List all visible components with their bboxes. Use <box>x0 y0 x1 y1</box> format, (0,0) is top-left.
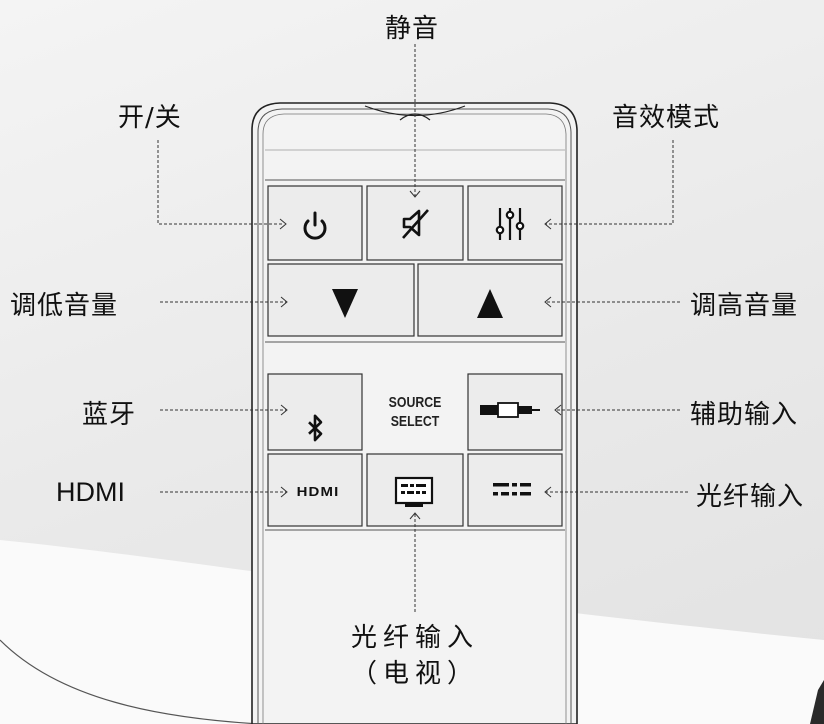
bluetooth-icon <box>308 414 323 442</box>
optical-tv-label: 光纤输入 （电视） <box>340 620 490 692</box>
sound-mode-label: 音效模式 <box>612 103 721 133</box>
hdmi-label: HDMI <box>56 477 125 507</box>
leader-lines <box>157 44 688 612</box>
volume-down-label: 调低音量 <box>10 291 119 321</box>
optical-tv-line-1: 光纤输入 <box>350 623 479 653</box>
source-line-1: SOURCE <box>388 394 442 411</box>
power-icon <box>303 211 327 240</box>
triangle-down-icon <box>332 289 358 318</box>
triangle-up-icon <box>477 289 503 318</box>
aux-cable-icon <box>480 402 540 418</box>
arrowheads <box>279 190 562 520</box>
tv-optical-icon <box>394 476 434 507</box>
source-line-2: SELECT <box>390 413 440 430</box>
optical-button[interactable] <box>467 453 563 527</box>
hdmi-logo-icon: HDMI <box>296 484 340 499</box>
optical-tv-line-2: （电视） <box>350 659 479 689</box>
power-label: 开/关 <box>118 103 182 133</box>
optical-label: 光纤输入 <box>696 482 805 512</box>
background-corner <box>810 680 824 724</box>
source-select-label[interactable]: SOURCE SELECT <box>378 393 452 431</box>
hdmi-button[interactable] <box>267 453 363 527</box>
background-curve <box>0 639 261 724</box>
equalizer-icon <box>495 208 525 240</box>
aux-label: 辅助输入 <box>690 400 799 430</box>
bluetooth-label: 蓝牙 <box>82 400 137 430</box>
optical-icon <box>493 483 531 496</box>
sound-mode-button[interactable] <box>467 185 563 261</box>
mute-icon <box>402 209 429 239</box>
volume-up-label: 调高音量 <box>690 291 799 321</box>
mute-label: 静音 <box>385 14 440 44</box>
